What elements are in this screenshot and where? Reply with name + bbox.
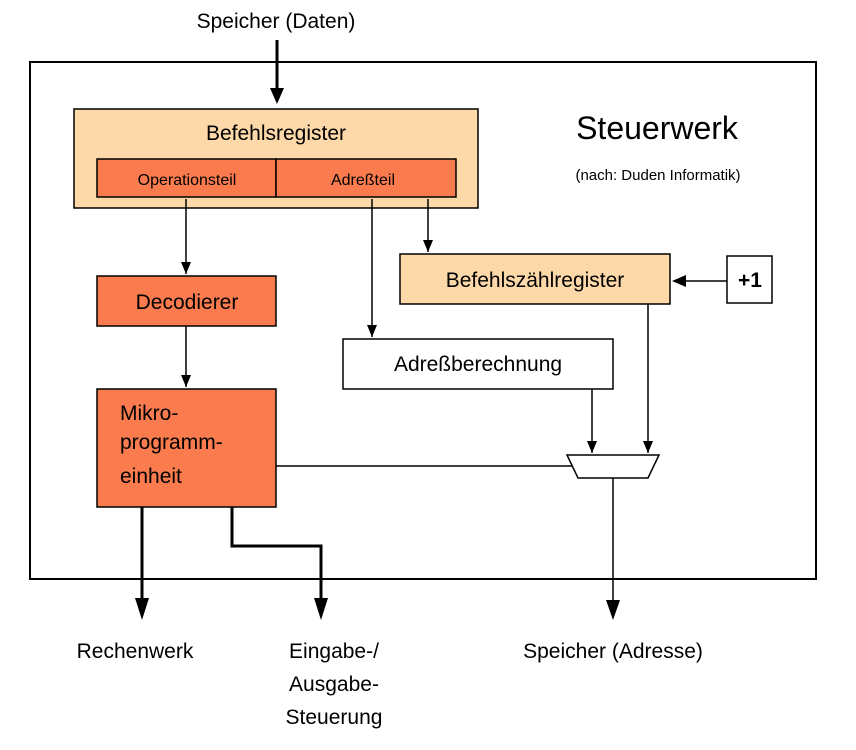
label-io-line1: Eingabe-/ <box>289 640 379 663</box>
address-part-box <box>275 158 457 198</box>
label-address-part: Adreßteil <box>331 172 395 189</box>
label-instruction-register: Befehlsregister <box>206 122 346 145</box>
label-operation-part: Operationsteil <box>138 172 237 189</box>
title-steuerwerk: Steuerwerk <box>576 110 739 146</box>
multiplexer-shape <box>565 454 661 479</box>
label-micro-line3: einheit <box>120 465 182 488</box>
label-micro-line1: Mikro- <box>120 402 178 425</box>
label-alu: Rechenwerk <box>77 640 194 663</box>
microprogram-unit-box <box>96 388 277 508</box>
address-calc-box <box>342 338 614 390</box>
increment-box <box>726 255 773 304</box>
label-io-line3: Steuerung <box>286 706 383 729</box>
label-micro-line2: programm- <box>120 431 223 454</box>
control-unit-frame <box>29 61 817 580</box>
label-plus-one: +1 <box>738 269 762 292</box>
label-address-calc: Adreßberechnung <box>394 353 562 376</box>
label-source: (nach: Duden Informatik) <box>575 167 740 184</box>
label-memory-data: Speicher (Daten) <box>197 10 356 33</box>
program-counter-box <box>399 253 671 305</box>
decoder-box <box>96 275 277 327</box>
arrow-micro-to-io <box>230 507 323 600</box>
label-memory-address: Speicher (Adresse) <box>523 640 703 663</box>
label-io-line2: Ausgabe- <box>289 673 379 696</box>
label-decoder: Decodierer <box>136 291 239 314</box>
label-program-counter: Befehlszählregister <box>446 269 625 292</box>
